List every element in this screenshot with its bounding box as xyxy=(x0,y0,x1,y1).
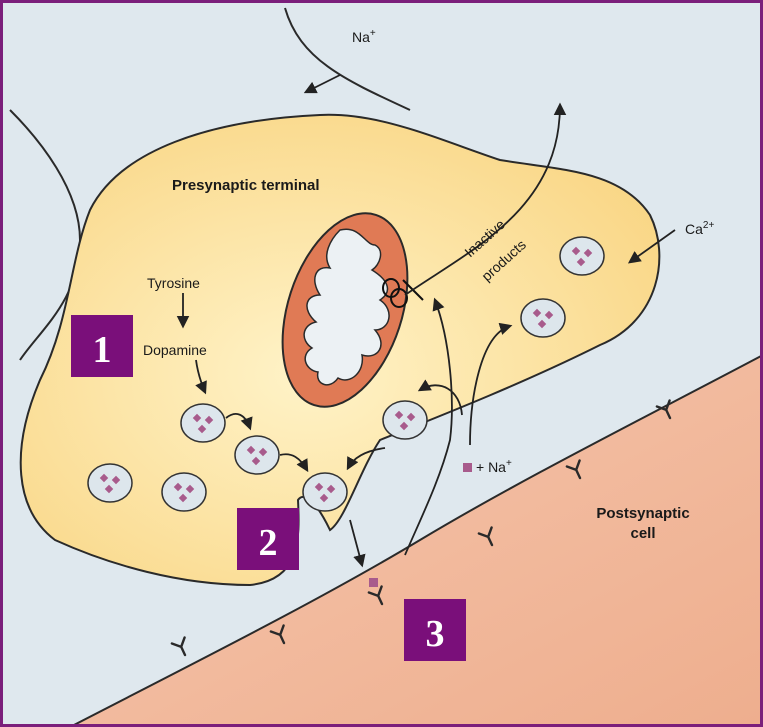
dopamine-label: Dopamine xyxy=(143,342,207,358)
postsynaptic-cell-label-2: cell xyxy=(630,525,655,542)
vesicle-icon xyxy=(560,237,604,275)
vesicle-icon xyxy=(235,436,279,474)
badge-2: 2 xyxy=(237,508,299,570)
postsynaptic-cell-label: Postsynaptic xyxy=(596,505,689,522)
dopamine-reuptake-icon xyxy=(463,463,472,472)
vesicle-icon xyxy=(521,299,565,337)
released-dopamine xyxy=(369,578,378,587)
presynaptic-terminal-label: Presynaptic terminal xyxy=(172,177,320,194)
svg-text:2: 2 xyxy=(259,522,278,564)
badge-1: 1 xyxy=(71,315,133,377)
vesicle-icon xyxy=(88,464,132,502)
badge-3: 3 xyxy=(404,599,466,661)
vesicle-icon xyxy=(162,473,206,511)
vesicle-icon xyxy=(303,473,347,511)
vesicle-icon xyxy=(181,404,225,442)
svg-text:3: 3 xyxy=(426,613,445,655)
svg-text:1: 1 xyxy=(93,329,112,371)
vesicle-icon xyxy=(383,401,427,439)
tyrosine-label: Tyrosine xyxy=(147,275,200,291)
